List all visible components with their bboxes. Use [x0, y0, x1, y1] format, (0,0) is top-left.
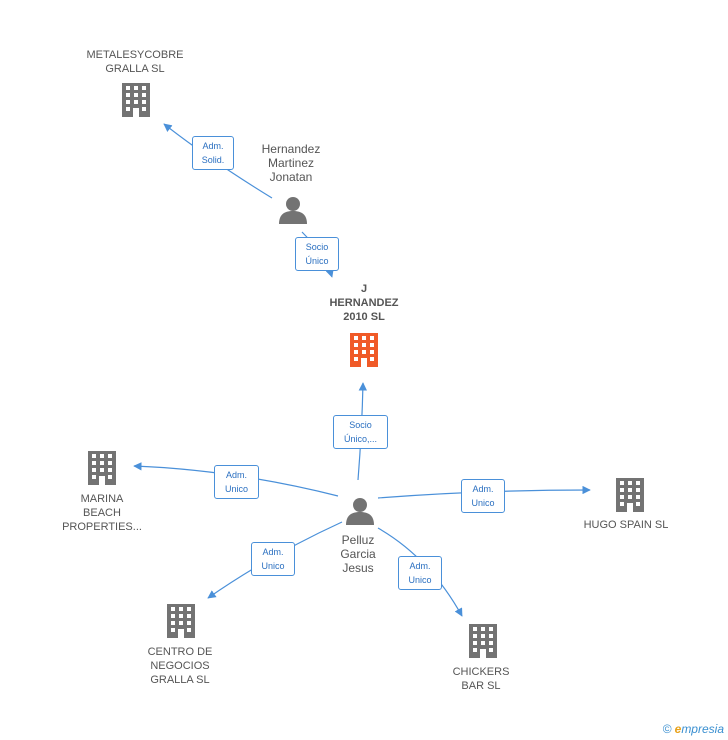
- company-label-jhernandez[interactable]: J HERNANDEZ 2010 SL: [329, 283, 399, 323]
- building-icon-chickers[interactable]: [469, 624, 497, 658]
- relation-badge-socio-unico[interactable]: Socio Único: [295, 237, 339, 271]
- relation-badge-socio-unico-pelluz[interactable]: Socio Único,...: [333, 415, 388, 449]
- copyright-symbol: ©: [662, 722, 672, 736]
- building-icon-metalesycobre[interactable]: [122, 83, 150, 117]
- building-icon-jhernandez[interactable]: [350, 333, 378, 367]
- building-icon-hugo[interactable]: [616, 478, 644, 512]
- brand-footer: ©empresia: [663, 722, 724, 736]
- building-icon-centro[interactable]: [167, 604, 195, 638]
- person-label-hernandez[interactable]: Hernandez Martinez Jonatan: [261, 142, 321, 184]
- company-label-chickers[interactable]: CHICKERS BAR SL: [452, 666, 510, 692]
- company-label-metalesycobre[interactable]: METALESYCOBRE GRALLA SL: [86, 49, 184, 75]
- company-label-centro[interactable]: CENTRO DE NEGOCIOS GRALLA SL: [147, 646, 213, 686]
- relation-badge-adm-unico-chickers[interactable]: Adm. Unico: [398, 556, 442, 590]
- person-icon-hernandez[interactable]: [279, 197, 307, 224]
- relation-badge-adm-solid[interactable]: Adm. Solid.: [192, 136, 234, 170]
- brand-name: mpresia: [681, 722, 724, 736]
- building-icon-marina[interactable]: [88, 451, 116, 485]
- person-label-pelluz[interactable]: Pelluz Garcia Jesus: [340, 533, 376, 575]
- person-icon-pelluz[interactable]: [346, 498, 374, 525]
- relation-badge-adm-unico-hugo[interactable]: Adm. Unico: [461, 479, 505, 513]
- relation-badge-adm-unico-centro[interactable]: Adm. Unico: [251, 542, 295, 576]
- company-label-hugo[interactable]: HUGO SPAIN SL: [583, 519, 669, 531]
- brand-initial: e: [674, 722, 682, 736]
- company-label-marina[interactable]: MARINA BEACH PROPERTIES...: [62, 493, 142, 533]
- relation-badge-adm-unico-marina[interactable]: Adm. Unico: [214, 465, 259, 499]
